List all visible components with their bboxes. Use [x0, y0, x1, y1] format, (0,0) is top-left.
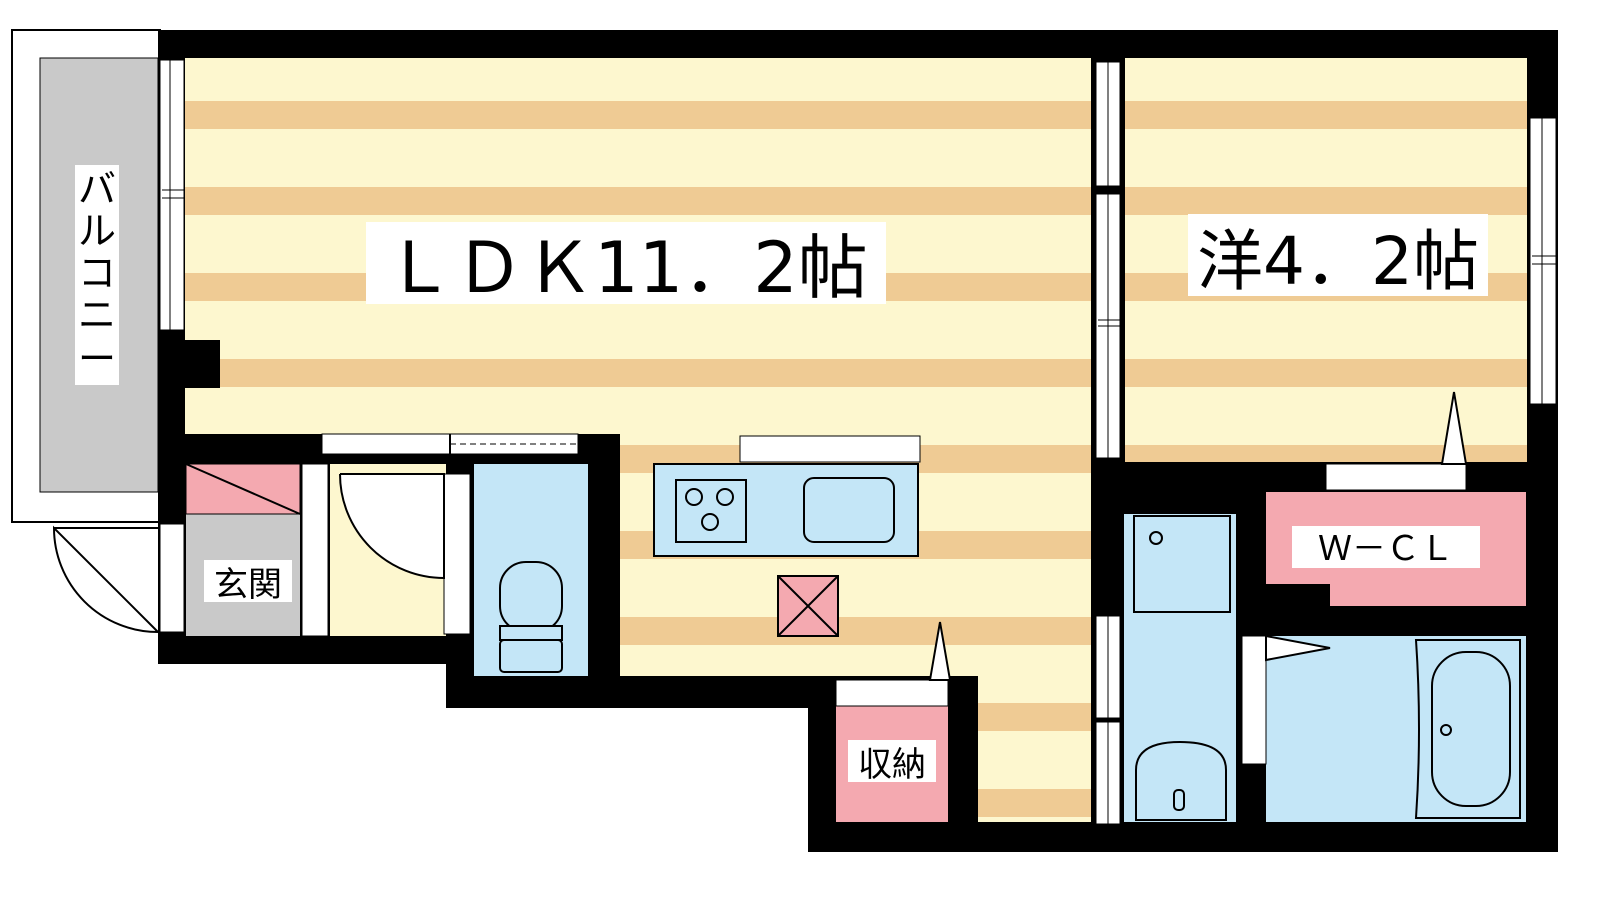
- kitchen-counter: [653, 463, 919, 557]
- fridge-space: [777, 575, 839, 637]
- burner-icon: [685, 488, 703, 506]
- walk-in-closet: Ｗ－ＣＬ: [1266, 463, 1526, 606]
- shoe-shelf: [301, 463, 329, 637]
- washroom: [1095, 514, 1236, 825]
- burner-icon: [701, 513, 719, 531]
- washbasin-icon: [1135, 740, 1227, 821]
- washing-machine-icon: [1133, 515, 1231, 613]
- balcony-label-bg: [75, 165, 119, 385]
- balcony: バ ル コ ニ ー: [11, 29, 161, 523]
- burner-icon: [716, 488, 734, 506]
- wcl-label: Ｗ－ＣＬ: [1318, 529, 1454, 569]
- entrance: 玄関: [185, 463, 301, 636]
- ldk-label: ＬＤＫ11．2帖: [384, 227, 868, 309]
- western-window-right: [1529, 117, 1557, 405]
- entrance-label: 玄関: [214, 565, 282, 605]
- balcony-label-3: コ: [78, 251, 116, 295]
- storage-label: 収納: [858, 745, 926, 785]
- balcony-label-4: ニ: [78, 293, 116, 337]
- stove: [675, 479, 747, 543]
- hall-door: [339, 473, 471, 635]
- wall-notch: [158, 340, 220, 388]
- sink: [803, 477, 895, 543]
- western-room-label: 洋4．2帖: [1197, 223, 1479, 300]
- balcony-label-1: バ: [78, 167, 116, 211]
- window-strip-lower: [321, 433, 579, 455]
- entry-door: [52, 523, 185, 633]
- ldk-label-group: ＬＤＫ11．2帖: [366, 222, 886, 309]
- storage: 収納: [835, 679, 949, 822]
- door-swing-icon: [1440, 391, 1468, 465]
- toilet-room: [474, 464, 588, 676]
- balcony-label-2: ル: [78, 209, 116, 253]
- ldk-window-left: [159, 59, 185, 331]
- bathroom: [1241, 634, 1526, 822]
- door-swing-icon: [928, 621, 952, 681]
- kitchen-shelf: [739, 435, 921, 463]
- balcony-label-5: ー: [78, 337, 116, 381]
- partition-window: [1095, 61, 1121, 459]
- toilet-icon: [499, 561, 563, 633]
- western-label-group: 洋4．2帖: [1188, 214, 1488, 300]
